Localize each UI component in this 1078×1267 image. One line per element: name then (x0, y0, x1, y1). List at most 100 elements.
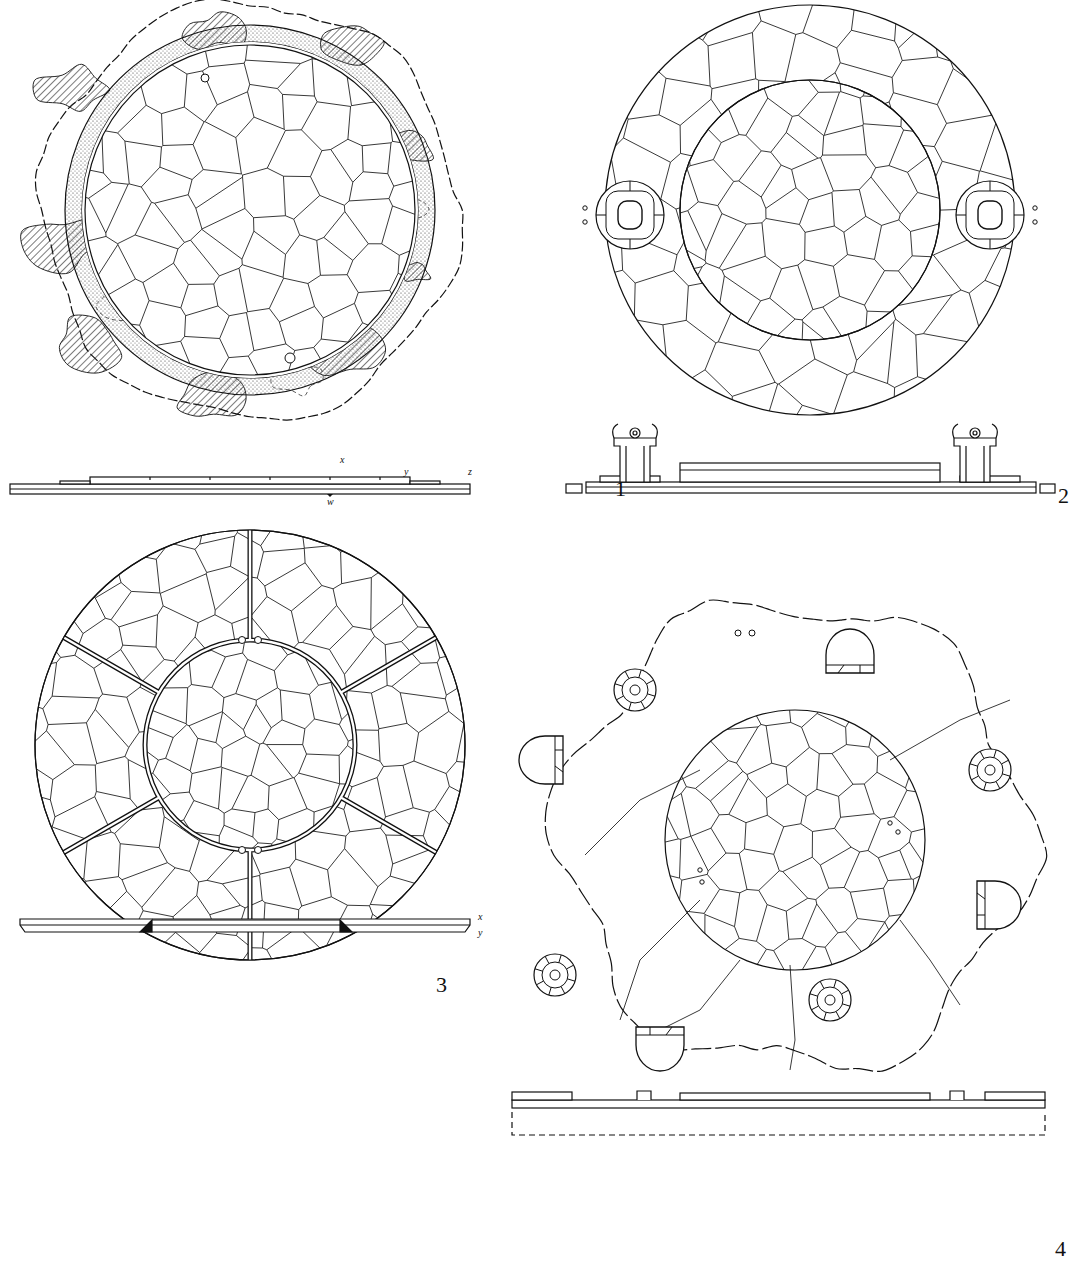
drawing-part (633, 431, 637, 435)
drawing-part (545, 600, 1046, 1071)
drawing-part (519, 736, 563, 784)
drawing-part (956, 181, 1024, 249)
figure-number: 3 (436, 974, 447, 996)
drawing-part (82, 42, 418, 378)
drawing-part (255, 637, 262, 644)
drawing-part (614, 438, 656, 482)
drawing-part (550, 970, 560, 980)
roundel-symbol (809, 979, 851, 1021)
drawing-part (985, 765, 995, 775)
drawing-part (618, 201, 642, 229)
figure-number: 4 (1055, 1238, 1066, 1260)
drawing-part (535, 955, 575, 995)
drawing-part (534, 954, 576, 996)
drawing-part (626, 446, 984, 482)
drawing-part (620, 900, 700, 1020)
figure-three (33, 528, 467, 962)
drawing-part (809, 979, 851, 1021)
drawing-part (606, 191, 654, 239)
drawing-part (410, 481, 440, 484)
drawing-part (596, 181, 664, 249)
roundel-symbol (614, 669, 656, 711)
drawing-part (555, 736, 563, 784)
section-letter: w (327, 497, 334, 507)
drawing-part (1033, 220, 1037, 224)
roundel-symbol (534, 954, 576, 996)
figure-number: 1 (615, 478, 626, 500)
d-shaped-setting (826, 629, 874, 673)
crackle-pattern (678, 78, 942, 342)
drawing-part (826, 629, 874, 673)
drawing-part (605, 5, 1015, 415)
drawing-part (700, 880, 704, 884)
drawing-part (140, 920, 352, 932)
section-letter: x (340, 455, 344, 465)
crackle-pattern (603, 3, 1017, 417)
drawing-part (583, 220, 587, 224)
crackle-pattern (663, 708, 927, 972)
drawing-part (977, 757, 1003, 783)
drawing-part (817, 987, 843, 1013)
drawing-part (85, 45, 415, 375)
drawing-part (896, 830, 900, 834)
drawing-part (613, 424, 998, 438)
drawing-part (586, 482, 1036, 493)
drawing-part (615, 670, 655, 710)
drawing-part (201, 74, 209, 82)
drawing-part (239, 847, 246, 854)
drawing-part (977, 881, 985, 929)
drawing-part (614, 669, 656, 711)
drawing-part (90, 477, 410, 484)
drawing-part (512, 1100, 1045, 1108)
drawing-part (512, 1112, 1045, 1135)
drawing-part (636, 1027, 684, 1071)
drawing-part (790, 965, 795, 1070)
drawing-part (285, 353, 295, 363)
drawing-part (825, 995, 835, 1005)
drawing-part (239, 637, 246, 644)
drawing-part (35, 0, 462, 420)
crackle-pattern (83, 43, 417, 377)
drawing-part (255, 847, 262, 854)
drawing-part (60, 481, 90, 484)
crackle-pattern (33, 528, 467, 962)
lug-symbol (583, 181, 664, 249)
figure-two (583, 3, 1037, 417)
drawing-part (973, 431, 977, 435)
drawing-part (586, 486, 1036, 487)
roundel-symbol (969, 749, 1011, 791)
drawing-part (826, 665, 874, 673)
drawing-part (680, 463, 940, 482)
figure-one (21, 0, 463, 420)
drawing-part (749, 630, 755, 636)
section-letter: z (468, 467, 472, 477)
section-letter: y (478, 928, 482, 938)
drawing-part (583, 206, 587, 210)
drawing-part (64, 530, 436, 960)
drawing-part (637, 1091, 964, 1100)
drawing-part (20, 919, 470, 932)
drawing-part (1040, 484, 1055, 493)
d-shaped-setting (519, 736, 563, 784)
drawing-part (566, 484, 582, 493)
drawing-part (35, 530, 465, 960)
drawing-part (596, 181, 664, 249)
drawing-part (985, 1092, 1045, 1100)
d-shaped-setting (977, 881, 1021, 929)
drawing-part (35, 530, 465, 960)
drawing-part (698, 868, 702, 872)
drawing-part (680, 1093, 930, 1100)
drawing-part (680, 469, 940, 470)
drawing-part (630, 685, 640, 695)
drawing-part (969, 749, 1011, 791)
drawing-part (977, 881, 1021, 929)
drawing-part (65, 25, 435, 395)
drawing-part (542, 962, 568, 988)
drawing-part (956, 181, 1024, 249)
drawing-part (810, 980, 850, 1020)
figure-four (519, 600, 1047, 1071)
drawing-part (970, 750, 1010, 790)
drawing-part (665, 710, 925, 970)
drawing-part (966, 191, 1014, 239)
